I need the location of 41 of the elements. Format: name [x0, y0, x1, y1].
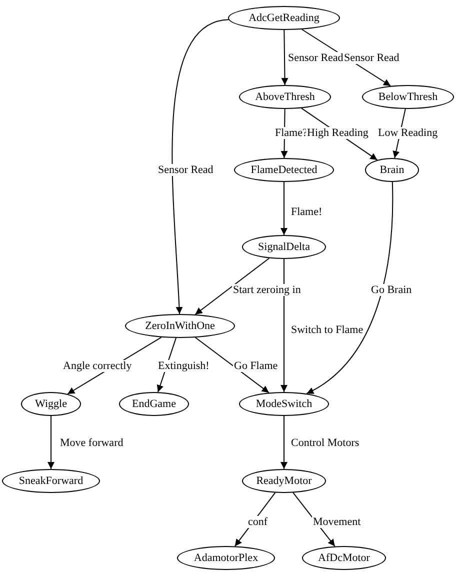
edge-label: Control Motors — [290, 437, 360, 449]
state-ellipse: BelowThresh — [362, 85, 454, 109]
edge-label: Sensor Read — [157, 164, 214, 176]
arrow — [234, 492, 276, 547]
state-ellipse: Brain — [365, 158, 419, 182]
edge-label: Start zeroing in — [232, 284, 302, 296]
state-ellipse: FlameDetected — [234, 158, 334, 182]
state-ellipse: AdcGetReading — [228, 6, 340, 30]
arrow — [172, 19, 230, 314]
edge-label: Go Brain — [370, 284, 413, 296]
state-ellipse: SneakForward — [2, 469, 100, 493]
edge-label: Sensor Read — [287, 52, 344, 64]
edge-label: Flame? — [274, 127, 308, 139]
edge-label: conf — [247, 516, 269, 528]
arrow — [280, 182, 288, 236]
edge-label: High Reading — [306, 127, 370, 139]
edge-label: Movement — [312, 516, 362, 528]
edge-label: Move forward — [59, 437, 124, 449]
arrow — [194, 258, 270, 315]
arrow — [306, 182, 394, 394]
state-ellipse: Wiggle — [21, 392, 81, 416]
edge-label: Extinguish! — [157, 360, 210, 372]
state-ellipse: SignalDelta — [242, 235, 326, 259]
edge-label: Go Flame — [233, 360, 279, 372]
edge-label: Switch to Flame — [290, 324, 364, 336]
state-ellipse: ModeSwitch — [239, 392, 329, 416]
edge-label: Angle correctly — [62, 360, 133, 372]
arrow — [280, 258, 288, 392]
arrow — [280, 416, 288, 470]
state-ellipse: AboveThresh — [239, 85, 331, 109]
edge-label: Sensor Read — [343, 52, 400, 64]
state-ellipse: EndGame — [119, 392, 189, 416]
state-ellipse: AfDcMotor — [302, 546, 386, 570]
state-ellipse: AdamotorPlex — [177, 546, 275, 570]
state-ellipse: ZeroInWithOne — [125, 314, 235, 338]
arrow — [281, 30, 288, 86]
edge-label: Low Reading — [377, 127, 439, 139]
arrow — [194, 337, 270, 394]
state-ellipse: ReadyMotor — [242, 469, 326, 493]
arrow — [48, 416, 54, 470]
edge-label: Flame! — [290, 206, 324, 218]
